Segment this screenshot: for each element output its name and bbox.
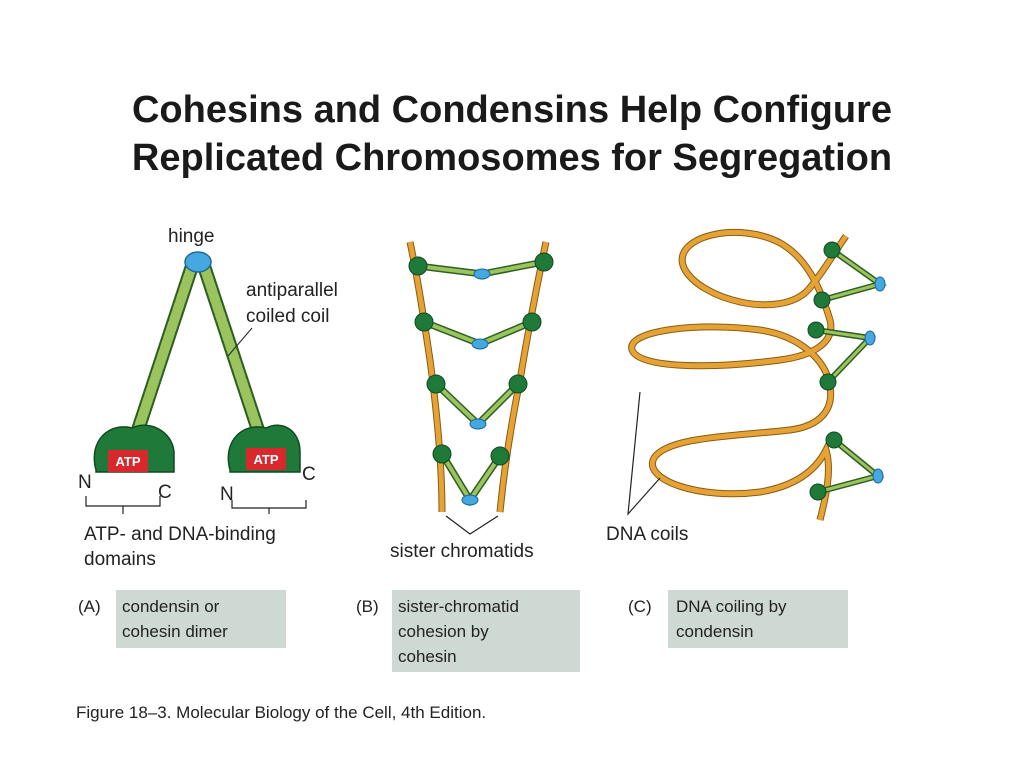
caption-c: (C) DNA coiling by condensin	[628, 590, 848, 648]
coil-label-line-1: antiparallel	[246, 280, 338, 301]
dna-coils-pointer-lines	[627, 391, 661, 516]
bracket-left	[85, 496, 161, 507]
cohesin-ring-4	[432, 444, 510, 507]
caption-b-line-2: cohesion by	[398, 622, 489, 641]
atp-box-right	[246, 448, 286, 470]
c-terminus-right: C	[302, 464, 316, 485]
title-line-1: Cohesins and Condensins Help Configure	[131, 89, 893, 131]
atp-label-right: ATP	[253, 452, 278, 467]
caption-a-line-2: cohesin dimer	[122, 622, 228, 641]
caption-b-letter: (B)	[356, 597, 379, 616]
caption-b: (B) sister-chromatid cohesion by cohesin	[356, 590, 580, 672]
figure-source-caption: Figure 18–3. Molecular Biology of the Ce…	[76, 703, 486, 722]
panel-b-diagram: sister chromatids	[390, 241, 554, 562]
caption-a: (A) condensin or cohesin dimer	[78, 590, 286, 648]
domains-label-line-1: ATP- and DNA-binding	[84, 524, 276, 545]
n-terminus-left: N	[78, 472, 92, 493]
caption-c-line-2: condensin	[676, 622, 754, 641]
caption-a-letter: (A)	[78, 597, 101, 616]
condensin-2	[807, 321, 877, 391]
title-line-2: Replicated Chromosomes for Segregation	[131, 137, 893, 179]
cohesin-ring-2	[414, 312, 542, 350]
condensin-1	[813, 241, 887, 309]
panel-a-diagram: ATP ATP hinge antiparallel coiled coil N…	[78, 226, 338, 570]
atp-box-left	[108, 450, 148, 472]
coil-label-line-2: coiled coil	[246, 306, 329, 327]
condensin-3	[809, 431, 885, 501]
dna-coils-label: DNA coils	[606, 524, 688, 545]
caption-a-box	[116, 590, 286, 648]
caption-c-box	[668, 590, 848, 648]
slide-title: Cohesins and Condensins Help Configure R…	[0, 86, 1024, 182]
caption-c-line-1: DNA coiling by	[676, 597, 787, 616]
cohesin-ring-3	[426, 374, 528, 430]
caption-a-line-1: condensin or	[122, 597, 220, 616]
sister-pointer-lines	[445, 515, 499, 535]
atp-label-left: ATP	[115, 454, 140, 469]
bracket-right	[231, 500, 307, 509]
sister-chromatids-label: sister chromatids	[390, 541, 534, 562]
n-terminus-right: N	[220, 484, 234, 505]
domains-label-line-2: domains	[84, 549, 156, 570]
hinge-label: hinge	[168, 226, 215, 247]
cohesin-ring-1	[408, 252, 554, 280]
caption-b-line-1: sister-chromatid	[398, 597, 519, 616]
panel-c-diagram: DNA coils	[606, 229, 887, 545]
caption-b-line-3: cohesin	[398, 647, 457, 666]
caption-c-letter: (C)	[628, 597, 652, 616]
c-terminus-left: C	[158, 482, 172, 503]
hinge-domain	[184, 251, 212, 273]
coil-pointer-line	[227, 327, 253, 357]
caption-b-box	[392, 590, 580, 672]
